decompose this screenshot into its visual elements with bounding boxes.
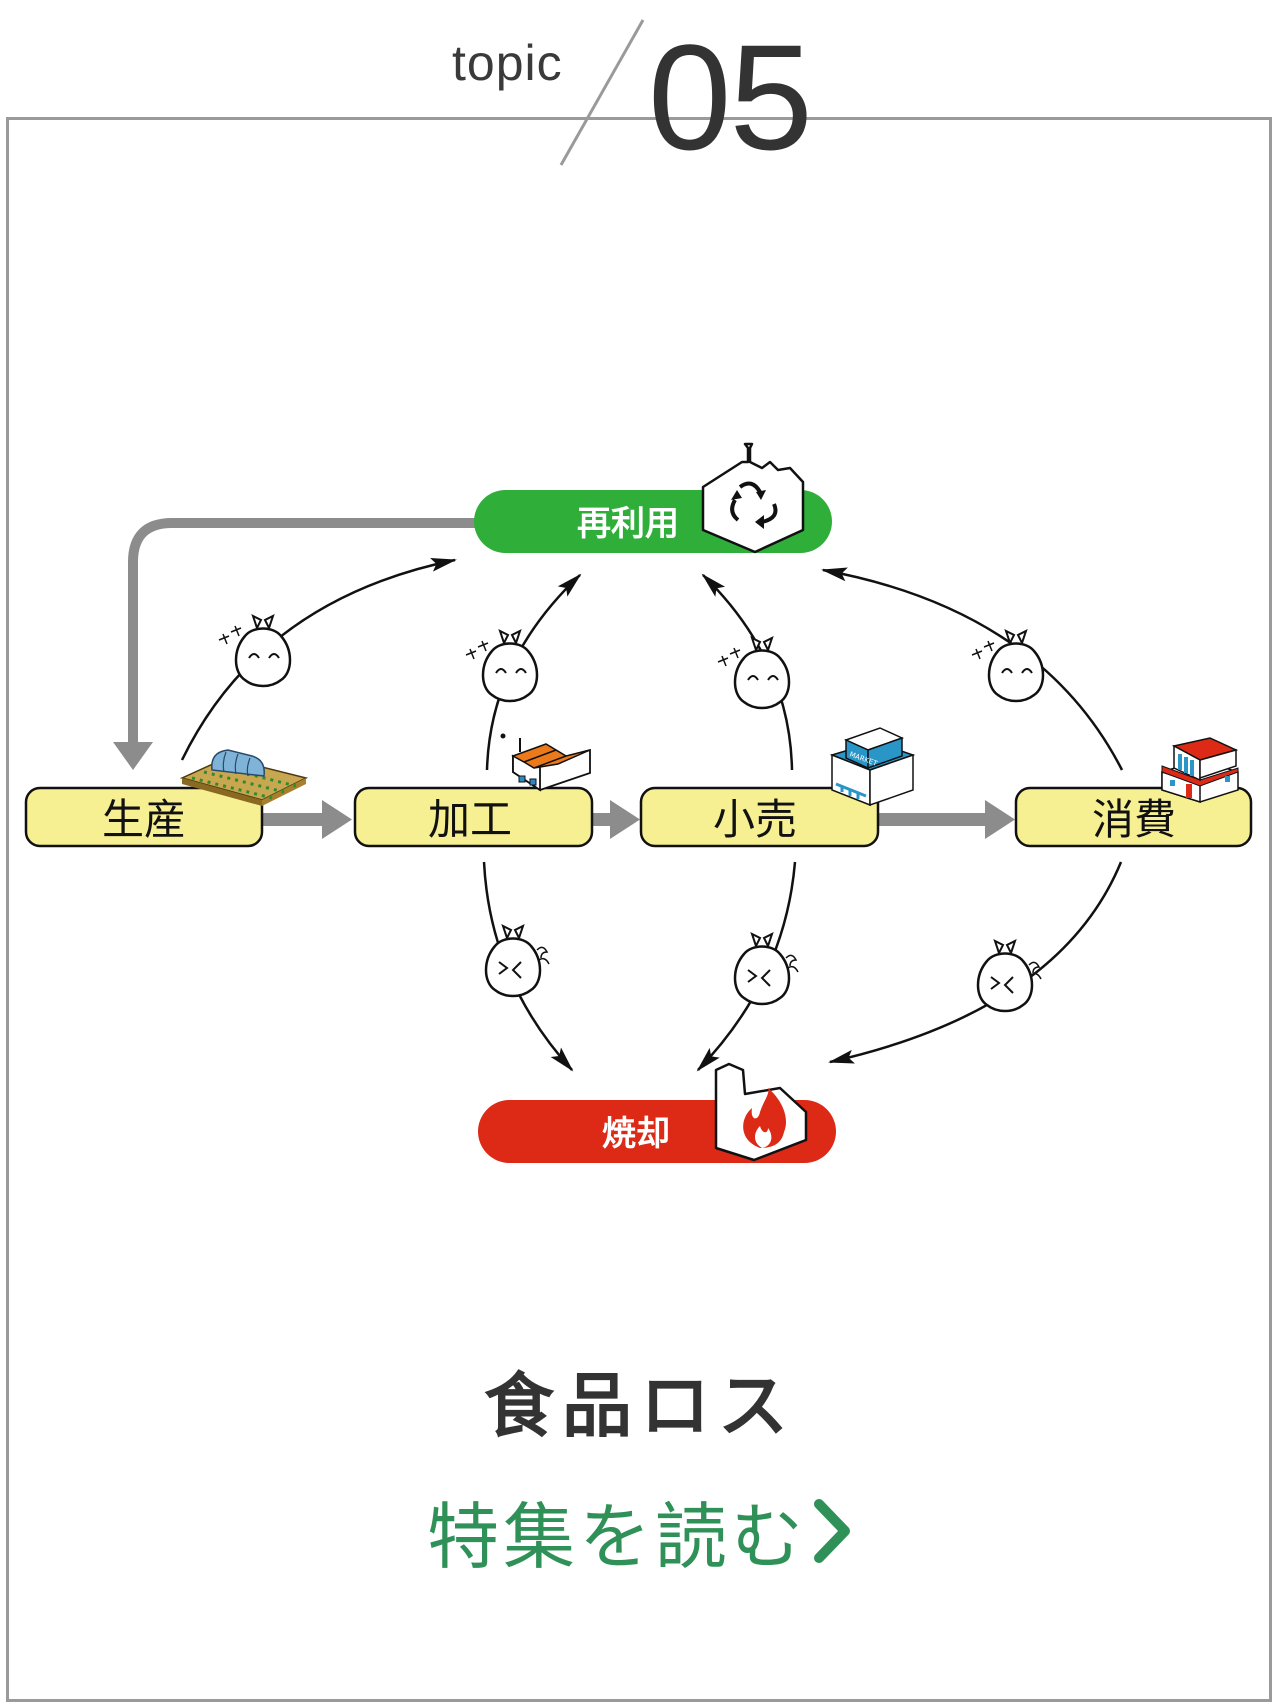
curve-consume-to-incineration <box>828 861 1123 1064</box>
reuse-label: 再利用 <box>577 504 679 544</box>
incineration-label: 焼却 <box>602 1114 670 1154</box>
topic-title: 食品ロス <box>484 1365 796 1447</box>
stage-label: 小売 <box>713 795 797 844</box>
reuse-return-arrow <box>128 518 480 745</box>
flow-arrow-retail-to-consume <box>846 800 1015 839</box>
sad-bag-icon <box>976 939 1043 1013</box>
read-feature-link[interactable]: 特集を読む <box>0 1478 1280 1583</box>
incineration-node: 焼却 <box>478 1062 836 1163</box>
stage-node-produce: 生産 <box>24 749 309 848</box>
topic-label: topic <box>452 35 563 91</box>
house-icon <box>1161 737 1239 804</box>
sad-bag-icon <box>733 932 800 1006</box>
stage-label: 生産 <box>102 795 186 844</box>
recycle-plant-icon <box>701 442 805 554</box>
chevron-right-icon <box>814 1498 850 1563</box>
curve-produce-to-reuse <box>180 557 457 761</box>
market-building-icon: MARKET <box>829 727 916 807</box>
topic-number: 05 <box>648 13 813 181</box>
incinerator-fire-icon <box>714 1062 808 1162</box>
factory-icon <box>500 733 591 792</box>
stage-label: 消費 <box>1092 795 1176 844</box>
reuse-node: 再利用 <box>474 442 832 554</box>
header-slash-divider <box>559 19 645 166</box>
stage-node-retail: 小売 MARKET <box>639 727 916 848</box>
farm-greenhouse-icon <box>179 749 309 806</box>
flow-arrow-produce-to-process <box>262 800 352 839</box>
stage-label: 加工 <box>428 795 512 844</box>
happy-bag-icon <box>217 614 292 688</box>
reuse-return-arrowhead <box>113 742 153 770</box>
curve-consume-to-reuse <box>821 567 1124 771</box>
stage-node-consume: 消費 <box>1014 737 1253 848</box>
stage-node-process: 加工 <box>353 733 594 848</box>
topic-card <box>6 117 1272 1702</box>
read-feature-label: 特集を読む <box>426 1495 807 1579</box>
happy-bag-icon <box>716 636 791 710</box>
